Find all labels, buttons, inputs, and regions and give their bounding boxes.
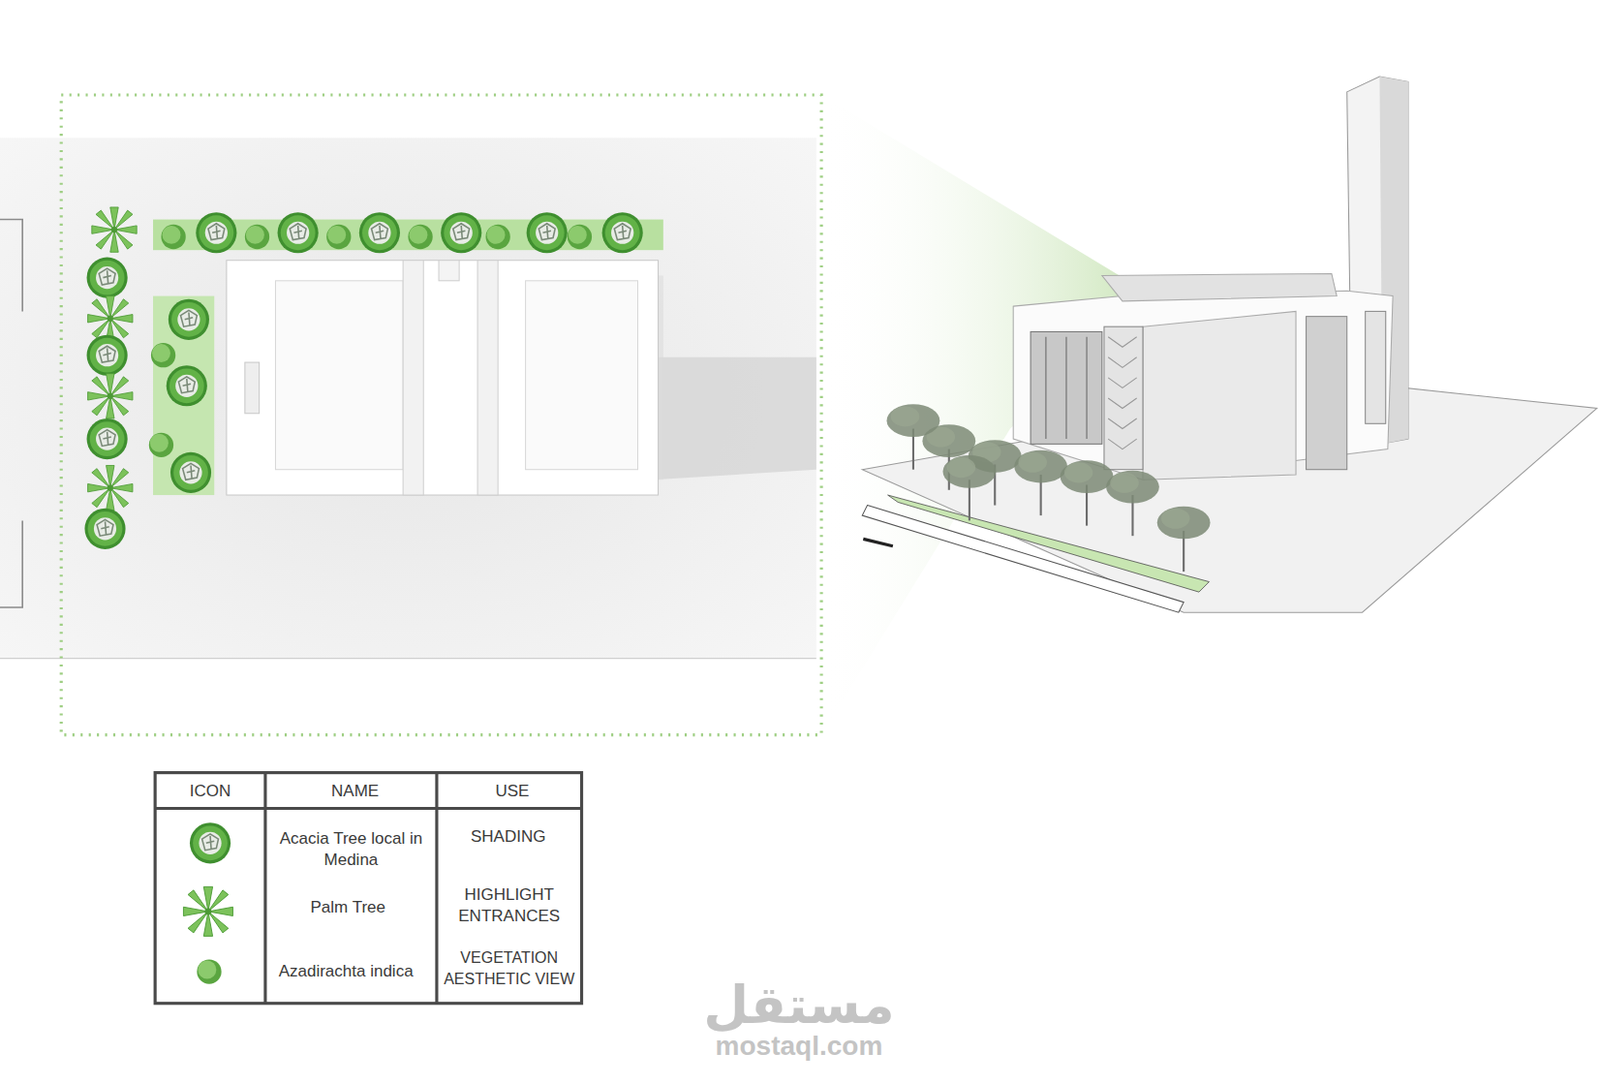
watermark: مستقل bbox=[673, 976, 925, 1035]
table-cell: ICON bbox=[161, 780, 259, 802]
watermark: mostaql.com bbox=[673, 1030, 925, 1062]
table-cell: VEGETATION AESTHETIC VIEW bbox=[436, 947, 583, 990]
legend-name: Palm Tree bbox=[268, 896, 429, 919]
table-cell: SHADING bbox=[440, 826, 577, 848]
table-cell: USE bbox=[444, 780, 581, 802]
legend-name: Azadirachta indica bbox=[266, 960, 427, 983]
table-cell: NAME bbox=[273, 780, 438, 802]
legend-name: Acacia Tree local in Medina bbox=[271, 828, 431, 871]
table-cell: HIGHLIGHT ENTRANCES bbox=[441, 884, 578, 927]
